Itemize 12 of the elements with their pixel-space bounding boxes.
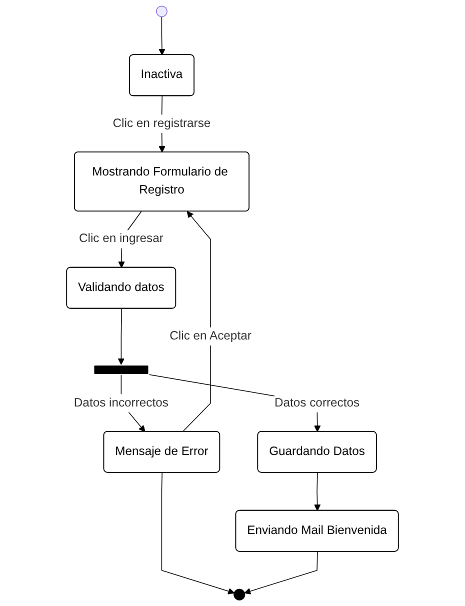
edge-label: Clic en ingresar xyxy=(78,232,164,246)
edge-label: Clic en Aceptar xyxy=(170,330,252,342)
arrow xyxy=(161,472,235,594)
arrow xyxy=(314,472,321,511)
edge-label: Datos incorrectos xyxy=(74,396,168,410)
arrow xyxy=(182,211,211,432)
arrow xyxy=(118,308,125,365)
edge-label: Clic en registrarse xyxy=(112,116,211,130)
arrow xyxy=(158,16,166,56)
edge-label: Datos correctos xyxy=(274,396,360,410)
arrow xyxy=(244,551,318,594)
node-circle xyxy=(156,6,168,18)
